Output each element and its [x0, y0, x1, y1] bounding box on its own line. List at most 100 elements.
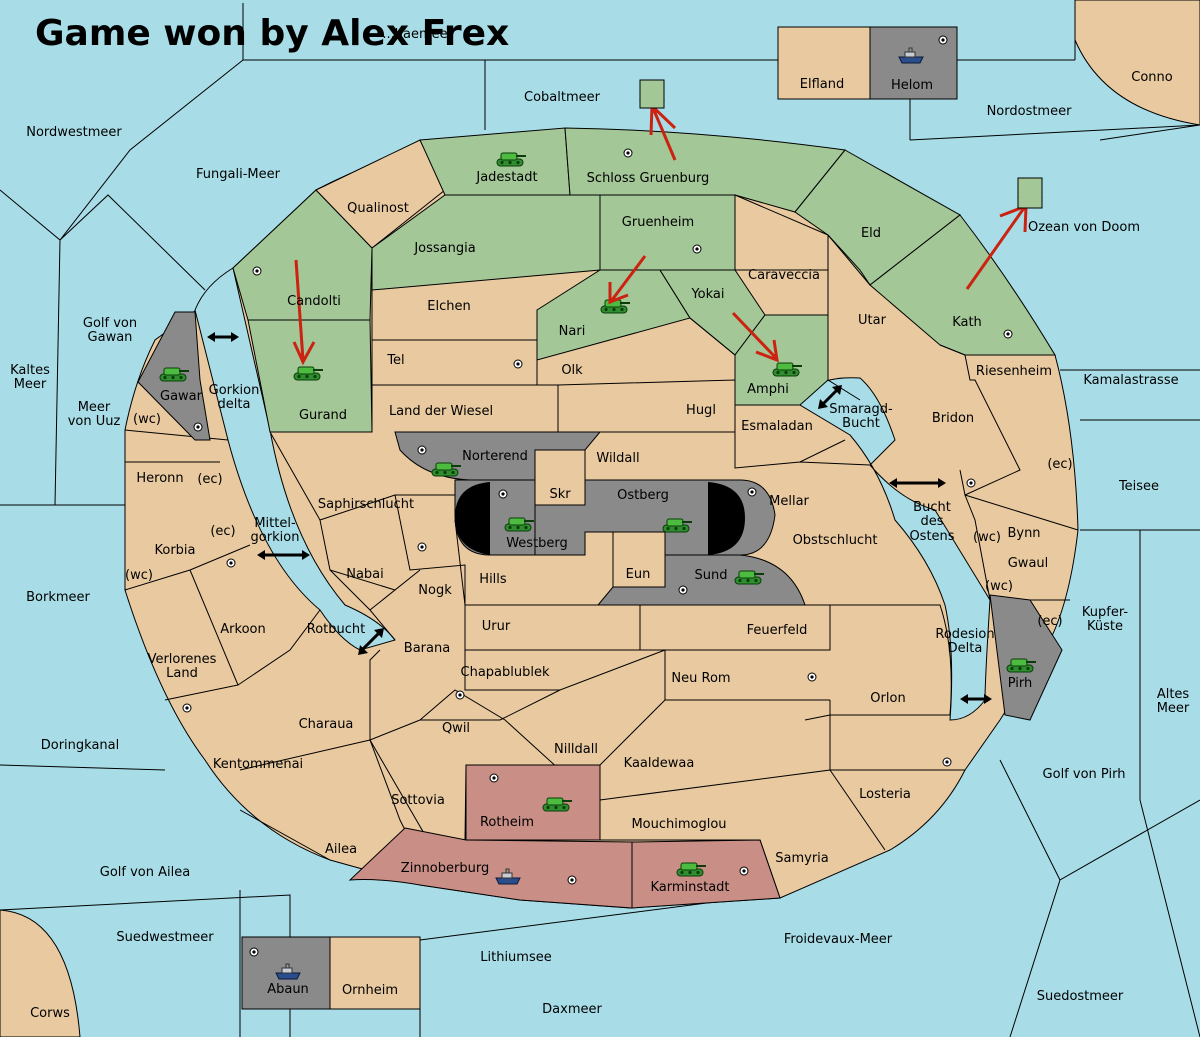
supply-center-dot-icon	[498, 489, 508, 499]
tank-icon[interactable]	[662, 518, 692, 533]
tank-icon[interactable]	[1006, 658, 1036, 673]
double-arrow-icon	[257, 550, 310, 560]
supply-centers	[182, 35, 1013, 957]
region-label: (wc)	[973, 530, 1001, 545]
region-label: Gorkion	[209, 383, 260, 398]
connections	[207, 332, 992, 704]
region-label: Karminstadt	[650, 880, 729, 895]
region-label: Nordwestmeer	[26, 125, 122, 140]
tank-icon[interactable]	[496, 152, 526, 167]
region-sund[interactable]	[596, 554, 806, 606]
supply-center-dot-icon	[567, 875, 577, 885]
region-label: Schloss Gruenburg	[587, 171, 710, 186]
supply-center-dot-icon	[249, 947, 259, 957]
region-label: Korbia	[154, 543, 195, 558]
region-label: (wc)	[985, 579, 1013, 594]
region-label: Ozean von Doom	[1028, 220, 1140, 235]
region-rotheim[interactable]	[465, 764, 601, 841]
region-label: Jossangia	[413, 241, 475, 256]
supply-center-dot-icon	[747, 487, 757, 497]
region-label: Eld	[861, 226, 881, 241]
region-label: Chapablublek	[461, 665, 550, 680]
region-label: Skr	[549, 487, 571, 502]
region-label: Jadestadt	[475, 170, 537, 185]
region-label: (ec)	[210, 524, 235, 539]
region-label: Feuerfeld	[747, 623, 808, 638]
region-candolti[interactable]	[232, 189, 373, 321]
supply-center-dot-icon	[417, 542, 427, 552]
sea-borders	[0, 3, 1200, 1037]
red-arrow-icon	[731, 311, 779, 363]
tank-icon[interactable]	[159, 367, 189, 382]
region-label: Nabai	[346, 567, 384, 582]
ship-icon[interactable]	[275, 963, 301, 980]
region-label: (wc)	[125, 568, 153, 583]
region-elfland[interactable]	[777, 26, 871, 100]
region-label: Candolti	[287, 294, 341, 309]
region-label: Land	[166, 666, 198, 681]
double-arrow-icon	[960, 694, 992, 704]
region-label: Borkmeer	[26, 590, 90, 605]
region-label: Arkoon	[220, 622, 265, 637]
region-label: Kath	[952, 315, 982, 330]
region-gruenheim[interactable]	[599, 194, 736, 271]
tank-icon[interactable]	[676, 862, 706, 877]
region-label: Samyria	[775, 851, 829, 866]
region-label: Bynn	[1007, 526, 1040, 541]
tank-icon[interactable]	[542, 797, 572, 812]
region-label: Ostberg	[617, 488, 669, 503]
region-label: Wildall	[596, 451, 639, 466]
region-label: Caraveccia	[748, 268, 820, 283]
region-label: Urur	[482, 619, 511, 634]
region-label: delta	[218, 397, 251, 412]
ship-icon[interactable]	[495, 868, 521, 885]
ship-icon[interactable]	[898, 47, 924, 64]
region-label: Meer	[14, 377, 47, 392]
region-label: Bucht	[913, 500, 951, 515]
region-label: Gawan	[88, 330, 133, 345]
region-label: Utar	[858, 313, 887, 328]
region-label: Kaaldewaa	[624, 756, 695, 771]
region-label: Heronn	[136, 471, 183, 486]
region-label: Land der Wiesel	[389, 404, 493, 419]
black-cap-west	[455, 482, 490, 555]
region-ornheim[interactable]	[329, 936, 421, 1010]
region-label: ...haemee	[382, 27, 447, 42]
supply-center-dot-icon	[1003, 329, 1013, 339]
region-label: Orlon	[870, 691, 905, 706]
region-label: Elchen	[427, 299, 470, 314]
region-label: Gwaul	[1008, 556, 1049, 571]
region-label: Ailea	[325, 842, 357, 857]
region-label: Corws	[30, 1006, 70, 1021]
supply-center-dot-icon	[942, 757, 952, 767]
region-label: Rodesion	[935, 627, 994, 642]
region-label: Ostens	[909, 529, 954, 544]
region-label: Cobaltmeer	[524, 90, 601, 105]
region-label: Meer	[78, 400, 111, 415]
tank-icon[interactable]	[431, 462, 461, 477]
region-label: Mittel-	[254, 516, 296, 531]
region-label: Meer	[1157, 701, 1190, 716]
region-pirh[interactable]	[989, 594, 1063, 721]
region-label: Nilldall	[554, 742, 598, 757]
region-label: Gruenheim	[622, 215, 694, 230]
region-jossangia[interactable]	[371, 194, 601, 291]
region-kath[interactable]	[869, 214, 1056, 356]
region-karminstadt[interactable]	[631, 839, 781, 909]
region-label: Delta	[948, 641, 983, 656]
region-skr[interactable]	[534, 449, 586, 506]
tank-icon[interactable]	[772, 362, 802, 377]
region-label: (ec)	[197, 472, 222, 487]
black-cap-east	[708, 482, 745, 555]
region-label: Froidevaux-Meer	[784, 932, 893, 947]
supply-center-dot-icon	[938, 35, 948, 45]
region-label: Golf von Ailea	[100, 865, 190, 880]
green-territories	[232, 127, 1056, 433]
region-eun[interactable]	[612, 531, 666, 588]
tank-icon[interactable]	[293, 366, 323, 381]
region-label: Mellar	[769, 494, 809, 509]
supply-center-dot-icon	[417, 445, 427, 455]
tank-icon[interactable]	[504, 517, 534, 532]
tank-icon[interactable]	[734, 570, 764, 585]
